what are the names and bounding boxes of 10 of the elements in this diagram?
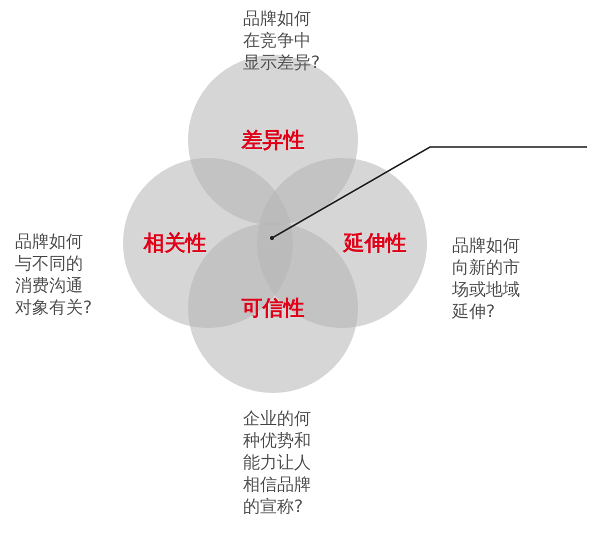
question-text: 品牌如何在竞争中显示差异? xyxy=(243,8,322,74)
question-text: 品牌如何向新的市场或地域延伸? xyxy=(452,235,521,323)
circle-label: 相关性 xyxy=(144,230,206,257)
leader-end-dot xyxy=(270,236,274,240)
circle-label: 差异性 xyxy=(242,127,304,154)
circle-label: 可信性 xyxy=(242,295,304,322)
leader-line xyxy=(272,146,587,239)
question-text: 品牌如何与不同的消费沟通对象有关? xyxy=(15,231,94,319)
question-text: 企业的何种优势和能力让人相信品牌的宣称? xyxy=(243,408,312,518)
circle-label: 延伸性 xyxy=(344,230,406,257)
